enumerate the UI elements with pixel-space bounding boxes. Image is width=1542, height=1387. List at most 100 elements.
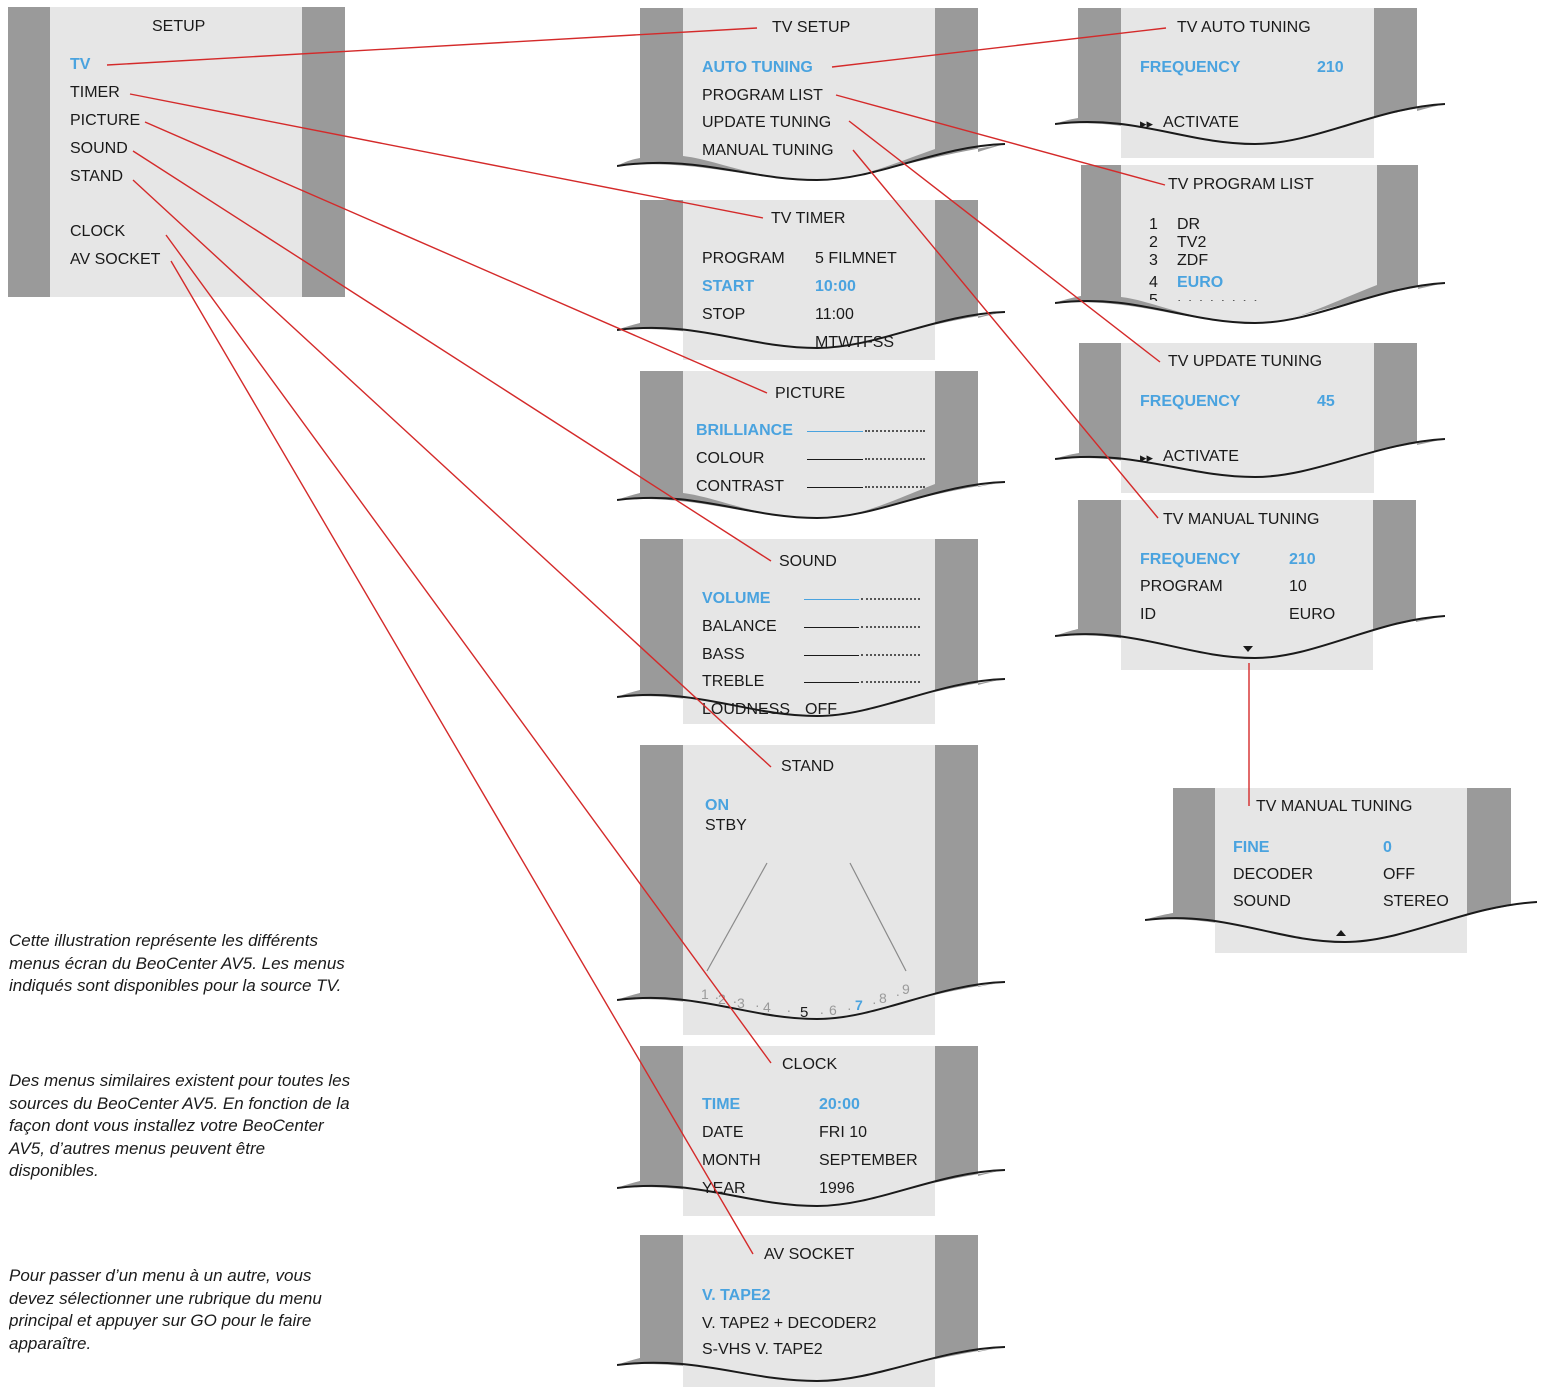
tv-manual-tuning-id-label[interactable]: ID [1140, 606, 1156, 623]
picture-contrast-slider[interactable] [807, 486, 925, 489]
tv-manual-tuning-2-sound-label[interactable]: SOUND [1233, 893, 1291, 910]
tv-setup-item-manual-tuning[interactable]: MANUAL TUNING [702, 142, 834, 159]
clock-month-label[interactable]: MONTH [702, 1152, 761, 1169]
stand-title: STAND [781, 758, 835, 775]
picture-contrast-label[interactable]: CONTRAST [696, 478, 784, 495]
clock-year-label[interactable]: YEAR [702, 1180, 746, 1197]
tv-auto-tuning-activate-label[interactable]: ACTIVATE [1163, 114, 1239, 131]
clock-date-label[interactable]: DATE [702, 1124, 744, 1141]
tv-update-tuning-frequency-label[interactable]: FREQUENCY [1140, 393, 1241, 410]
av-socket-option-vtape2[interactable]: V. TAPE2 [702, 1287, 771, 1304]
program-list-row-2-name[interactable]: TV2 [1177, 234, 1207, 251]
clock-time-label[interactable]: TIME [702, 1096, 741, 1113]
tv-setup-title: TV SETUP [772, 19, 851, 36]
scroll-down-arrow-icon[interactable] [1243, 646, 1253, 652]
tv-update-tuning-activate-icon: ▸▸ [1140, 450, 1154, 465]
sound-bass-label[interactable]: BASS [702, 646, 745, 663]
sound-volume-slider[interactable] [804, 598, 920, 601]
tv-manual-tuning-2-fine-value: 0 [1383, 839, 1392, 856]
stand-position-8[interactable]: 8 [879, 990, 887, 1006]
caption-paragraph-3: Pour passer d’un menu à un autre, vous d… [9, 1266, 322, 1353]
stand-position-scale[interactable]: 1·2·3·4·5·6·7·8·9 [617, 745, 1005, 1035]
tv-manual-tuning-2-sound-value: STEREO [1383, 893, 1449, 910]
program-list-row-3-number: 3 [1149, 252, 1158, 269]
stand-position-7[interactable]: 7 [855, 997, 863, 1013]
picture-colour-slider[interactable] [807, 458, 925, 461]
tv-manual-tuning-frequency-value: 210 [1289, 551, 1316, 568]
stand-position-separator: · [847, 999, 852, 1016]
sound-menu: SOUND VOLUME BALANCE BASS TREBLE LOUDNES… [617, 539, 1005, 724]
stand-position-separator: · [895, 985, 901, 1002]
tv-setup-item-program-list[interactable]: PROGRAM LIST [702, 87, 823, 104]
tv-manual-tuning-frequency-label[interactable]: FREQUENCY [1140, 551, 1241, 568]
sound-treble-label[interactable]: TREBLE [702, 673, 765, 690]
program-list-row-4-name[interactable]: EURO [1177, 274, 1224, 291]
tv-auto-tuning-frequency-label[interactable]: FREQUENCY [1140, 59, 1241, 76]
sound-bass-slider[interactable] [804, 654, 920, 657]
tv-manual-tuning-program-label[interactable]: PROGRAM [1140, 578, 1223, 595]
tv-manual-tuning-menu: TV MANUAL TUNING FREQUENCY 210 PROGRAM 1… [1055, 500, 1445, 670]
setup-item-picture[interactable]: PICTURE [70, 112, 141, 129]
tv-timer-stop-label[interactable]: STOP [702, 306, 746, 323]
setup-item-sound[interactable]: SOUND [70, 140, 128, 157]
tv-timer-start-value: 10:00 [815, 278, 856, 295]
clock-title: CLOCK [782, 1056, 838, 1073]
tv-manual-tuning-2-fine-label[interactable]: FINE [1233, 839, 1270, 856]
stand-position-separator: · [786, 1002, 792, 1018]
clock-time-value: 20:00 [819, 1096, 860, 1113]
tv-manual-tuning-2-decoder-label[interactable]: DECODER [1233, 866, 1314, 883]
sound-treble-slider[interactable] [804, 681, 920, 684]
tv-update-tuning-activate-label[interactable]: ACTIVATE [1163, 448, 1239, 465]
stand-position-5[interactable]: 5 [800, 1004, 809, 1021]
av-socket-frame [617, 1235, 1005, 1387]
av-socket-option-svhs-vtape2[interactable]: S-VHS V. TAPE2 [702, 1341, 823, 1354]
setup-menu-frame [8, 7, 345, 297]
stand-position-separator: · [755, 997, 760, 1013]
setup-item-stand[interactable]: STAND [70, 168, 124, 185]
picture-colour-label[interactable]: COLOUR [696, 450, 765, 467]
setup-item-timer[interactable]: TIMER [70, 84, 120, 101]
sound-title: SOUND [779, 553, 837, 570]
tv-setup-item-update-tuning[interactable]: UPDATE TUNING [702, 114, 832, 131]
scroll-up-arrow-icon[interactable] [1336, 930, 1346, 936]
sound-balance-slider[interactable] [804, 626, 920, 629]
tv-setup-item-auto-tuning[interactable]: AUTO TUNING [702, 59, 813, 76]
program-list-row-4-number: 4 [1149, 274, 1158, 291]
program-list-row-5-name: . . . . . . . . [1177, 289, 1259, 301]
tv-timer-menu: TV TIMER PROGRAM 5 FILMNET START 10:00 S… [617, 200, 1005, 360]
stand-position-2[interactable]: 2 [718, 991, 726, 1007]
tv-update-tuning-frequency-value: 45 [1317, 393, 1335, 410]
av-socket-option-vtape2-decoder2[interactable]: V. TAPE2 + DECODER2 [702, 1315, 877, 1332]
clock-month-value: SEPTEMBER [819, 1152, 918, 1169]
program-list-row-1-name[interactable]: DR [1177, 216, 1201, 233]
tv-manual-tuning-program-value: 10 [1289, 578, 1307, 595]
stand-position-3[interactable]: 3 [737, 995, 745, 1011]
sound-balance-label[interactable]: BALANCE [702, 618, 777, 635]
tv-auto-tuning-frequency-value: 210 [1317, 59, 1344, 76]
program-list-row-3-name[interactable]: ZDF [1177, 252, 1209, 269]
tv-timer-start-label[interactable]: START [702, 278, 755, 295]
setup-item-tv[interactable]: TV [70, 56, 91, 73]
stand-position-1[interactable]: 1 [701, 986, 709, 1002]
tv-manual-tuning-frame [1055, 500, 1445, 670]
tv-timer-program-value: 5 FILMNET [815, 250, 897, 267]
program-list-row-2-number: 2 [1149, 234, 1158, 251]
tv-update-tuning-title: TV UPDATE TUNING [1168, 353, 1323, 370]
picture-brilliance-slider[interactable] [807, 430, 925, 433]
stand-position-4[interactable]: 4 [763, 999, 771, 1015]
setup-item-clock[interactable]: CLOCK [70, 223, 126, 240]
setup-item-av-socket[interactable]: AV SOCKET [70, 251, 161, 268]
setup-title: SETUP [152, 18, 206, 35]
stand-menu: STAND ON STBY 1·2·3·4·5·6·7·8·9 [617, 745, 1005, 1035]
picture-brilliance-label[interactable]: BRILLIANCE [696, 422, 793, 439]
sound-volume-label[interactable]: VOLUME [702, 590, 771, 607]
stand-position-9[interactable]: 9 [902, 981, 910, 997]
tv-timer-program-label[interactable]: PROGRAM [702, 250, 785, 267]
tv-timer-title: TV TIMER [771, 210, 846, 227]
stand-position-6[interactable]: 6 [829, 1002, 837, 1018]
sound-loudness-label[interactable]: LOUDNESS [702, 701, 791, 715]
tv-auto-tuning-activate-icon: ▸▸ [1140, 116, 1154, 131]
stand-position-separator: · [872, 993, 877, 1010]
tv-update-tuning-menu: TV UPDATE TUNING FREQUENCY 45 ▸▸ ACTIVAT… [1055, 343, 1445, 493]
